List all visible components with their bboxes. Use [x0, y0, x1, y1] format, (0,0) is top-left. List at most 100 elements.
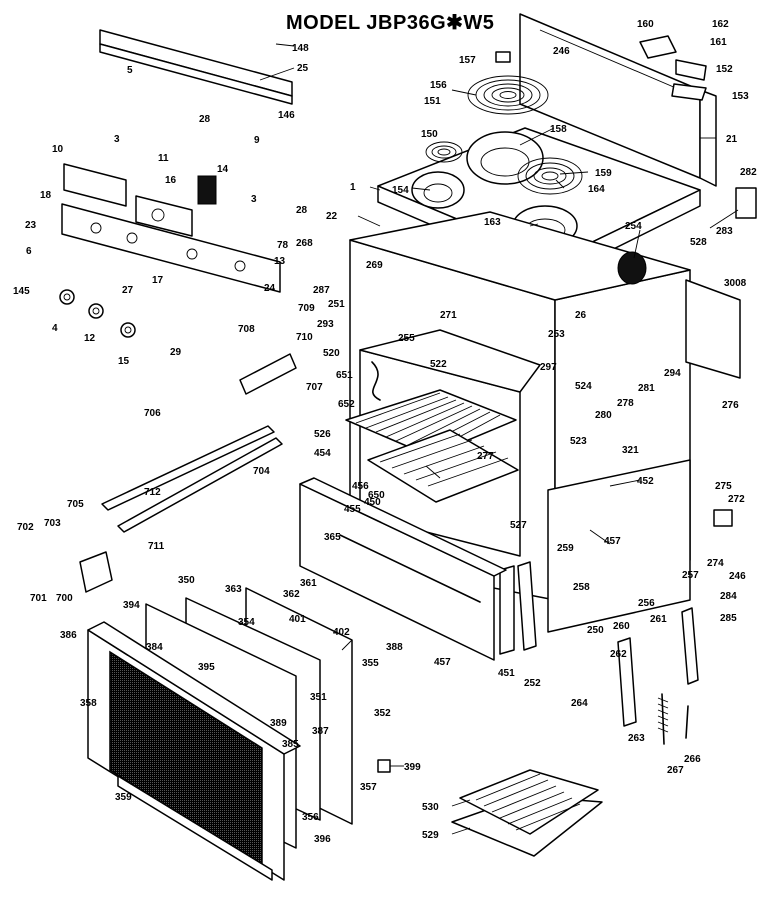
label-394: 394: [123, 600, 140, 611]
knob-12: [88, 303, 104, 319]
label-297: 297: [540, 362, 557, 373]
label-161: 161: [710, 37, 727, 48]
label-157: 157: [459, 55, 476, 66]
label-526: 526: [314, 429, 331, 440]
model-title: MODEL JBP36G✱W5: [286, 12, 495, 34]
label-456: 456: [352, 481, 369, 492]
label-708: 708: [238, 324, 255, 335]
label-354: 354: [238, 617, 255, 628]
label-700: 700: [56, 593, 73, 604]
terminal-block-160: [639, 35, 707, 101]
label-528: 528: [690, 237, 707, 248]
label-276: 276: [722, 400, 739, 411]
leader-lines: [259, 43, 739, 835]
label-26: 26: [575, 310, 587, 321]
label-266: 266: [684, 754, 701, 765]
oven-rack-526: [345, 389, 517, 457]
label-321: 321: [622, 445, 639, 456]
label-260: 260: [613, 621, 630, 632]
part-number-labels: 148 25 5 28 146 9 10 3 11 14 16 3 18 28 …: [13, 19, 757, 845]
label-274: 274: [707, 558, 724, 569]
door-hinge-252: [517, 561, 537, 651]
label-358: 358: [80, 698, 97, 709]
label-246: 246: [553, 46, 570, 57]
label-146: 146: [278, 110, 295, 121]
label-5: 5: [127, 65, 133, 76]
label-284: 284: [720, 591, 737, 602]
label-254: 254: [625, 221, 642, 232]
surface-burner-159: [517, 157, 583, 195]
label-357: 357: [360, 782, 377, 793]
label-22: 22: [326, 211, 338, 222]
label-145: 145: [13, 286, 30, 297]
label-28: 28: [199, 114, 211, 125]
label-706: 706: [144, 408, 161, 419]
label-454: 454: [314, 448, 331, 459]
label-15: 15: [118, 356, 130, 367]
label-3b: 3: [251, 194, 257, 205]
broil-pan-liner-527: [367, 429, 519, 503]
label-263: 263: [628, 733, 645, 744]
switch-14: [197, 175, 217, 205]
rod-266: [685, 705, 689, 739]
control-box-282: [735, 187, 757, 219]
label-705: 705: [67, 499, 84, 510]
bracket-700: [79, 551, 113, 593]
label-282: 282: [740, 167, 757, 178]
label-524: 524: [575, 381, 592, 392]
label-23: 23: [25, 220, 37, 231]
label-21: 21: [726, 134, 738, 145]
label-389: 389: [270, 718, 287, 729]
label-271: 271: [440, 310, 457, 321]
label-359: 359: [115, 792, 132, 803]
label-148: 148: [292, 43, 309, 54]
label-256: 256: [638, 598, 655, 609]
control-panel-13: [61, 203, 281, 293]
side-panel-276: [685, 279, 741, 379]
label-352: 352: [374, 708, 391, 719]
label-1: 1: [350, 182, 356, 193]
label-153: 153: [732, 91, 749, 102]
label-253: 253: [548, 329, 565, 340]
label-455: 455: [344, 504, 361, 515]
label-4: 4: [52, 323, 58, 334]
label-151: 151: [424, 96, 441, 107]
label-285: 285: [720, 613, 737, 624]
drip-pan-154: [411, 171, 465, 209]
label-395: 395: [198, 662, 215, 673]
label-450: 450: [364, 497, 381, 508]
label-278: 278: [617, 398, 634, 409]
latch-272: [713, 509, 733, 527]
label-17: 17: [152, 275, 164, 286]
glide-704: [101, 425, 275, 511]
label-457b: 457: [434, 657, 451, 668]
label-356: 356: [302, 812, 319, 823]
receptacle-157: [495, 51, 511, 63]
label-651: 651: [336, 370, 353, 381]
glide-705: [117, 437, 283, 533]
label-156: 156: [430, 80, 447, 91]
label-277: 277: [477, 451, 494, 462]
label-520: 520: [323, 348, 340, 359]
label-388: 388: [386, 642, 403, 653]
label-159: 159: [595, 168, 612, 179]
label-355: 355: [362, 658, 379, 669]
label-451: 451: [498, 668, 515, 679]
screw-399: [377, 759, 391, 773]
label-262: 262: [610, 649, 627, 660]
label-350: 350: [178, 575, 195, 586]
door-hinge-451: [499, 565, 515, 655]
label-272: 272: [728, 494, 745, 505]
label-365: 365: [324, 532, 341, 543]
surface-burner-150: [425, 141, 463, 163]
label-25: 25: [297, 63, 309, 74]
drip-pan-158: [466, 131, 544, 185]
label-163: 163: [484, 217, 501, 228]
label-27: 27: [122, 285, 134, 296]
control-panel-trim-25: [99, 29, 293, 105]
label-361: 361: [300, 578, 317, 589]
label-280: 280: [595, 410, 612, 421]
label-11: 11: [158, 153, 169, 164]
label-710: 710: [296, 332, 313, 343]
